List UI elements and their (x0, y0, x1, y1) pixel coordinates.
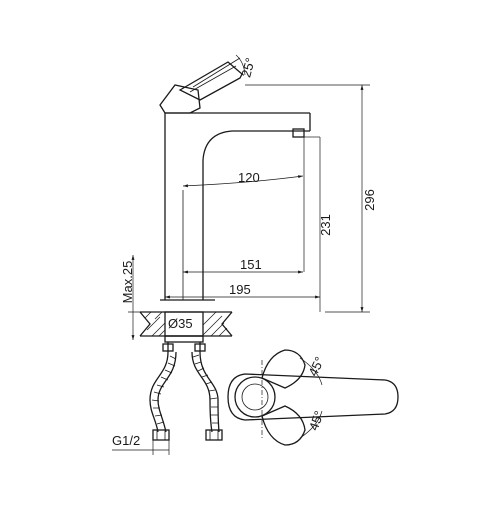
dimension-195-label: 195 (229, 282, 251, 297)
angle-45-upper-label: 45° (305, 354, 327, 378)
dimension-120: 120 (182, 170, 304, 188)
supply-hoses (149, 335, 223, 441)
angle-45-lower-label: 45° (306, 409, 327, 433)
dimension-151-label: 151 (240, 257, 262, 272)
dimension-195: 195 (165, 282, 320, 299)
handle-top-view: 45° 45° (227, 349, 399, 446)
hole-diameter-label: Ø35 (168, 316, 193, 331)
dimension-296: 296 (245, 84, 377, 313)
dimension-max25: Max.25 (120, 254, 160, 340)
dimension-120-label: 120 (238, 170, 260, 185)
dimension-296-label: 296 (362, 189, 377, 211)
handle-lever (159, 57, 243, 114)
dimension-151: 151 (183, 257, 303, 274)
dimension-231-label: 231 (318, 214, 333, 236)
dimension-231: 231 (303, 136, 333, 312)
thread-g12-annotation: G1/2 (112, 433, 170, 455)
max-25-label: Max.25 (120, 261, 135, 304)
countertop-section: Ø35 (139, 311, 233, 337)
thread-g12-label: G1/2 (112, 433, 140, 448)
angle-25-label: 25° (238, 56, 258, 79)
angle-25-annotation: 25° (235, 54, 258, 79)
